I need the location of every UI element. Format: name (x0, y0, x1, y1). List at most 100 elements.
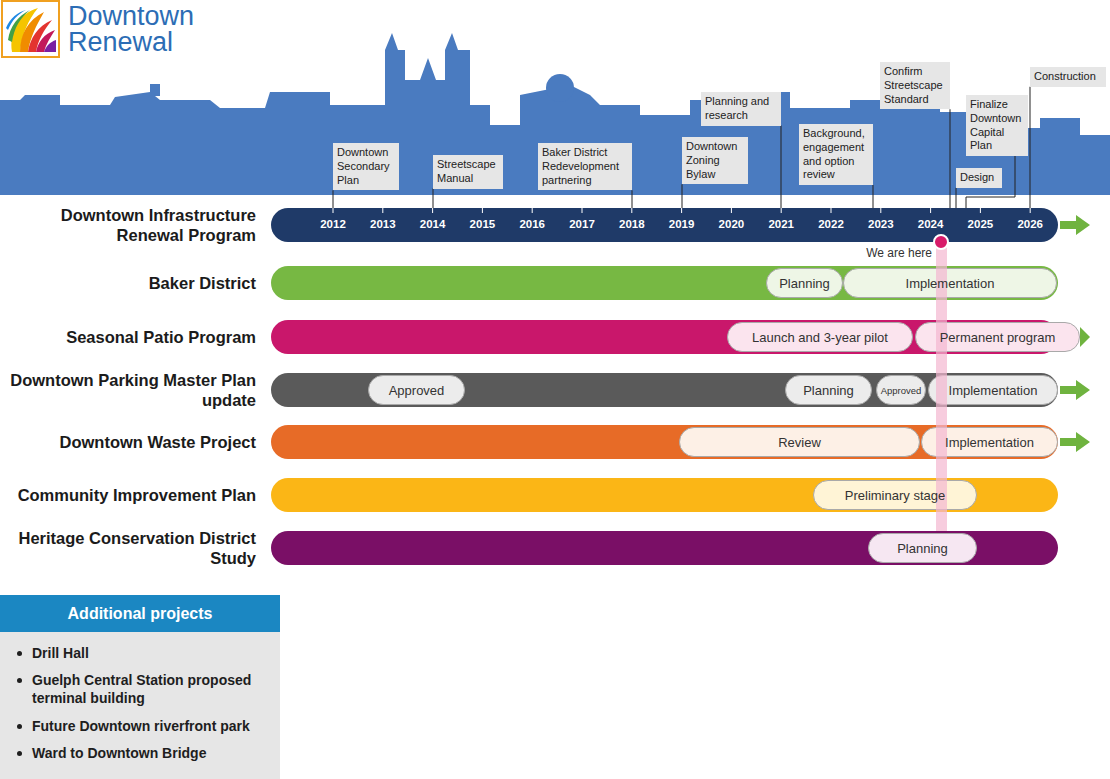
stage-text: Approved (389, 383, 445, 398)
stage-pill: Planning (785, 375, 872, 405)
year-tick (532, 208, 533, 213)
leader-line (950, 109, 951, 208)
year-label: 2024 (909, 218, 953, 230)
year-label: 2018 (610, 218, 654, 230)
stage-pill: Permanent program (915, 322, 1080, 352)
year-tick (1030, 208, 1031, 213)
year-label: 2020 (709, 218, 753, 230)
stage-text: Implementation (949, 383, 1038, 398)
stage-text: Preliminary stage (845, 488, 945, 503)
row-label-holder: Downtown Parking Master Plan update (6, 373, 256, 407)
year-tick (831, 208, 832, 213)
row-label-holder: Seasonal Patio Program (6, 320, 256, 354)
stage-text: Implementation (945, 435, 1034, 450)
row-label-holder: Community Improvement Plan (6, 478, 256, 512)
callout-text: Confirm Streetscape Standard (884, 65, 946, 106)
milestone-callout: Downtown Secondary Plan (333, 143, 399, 190)
row-label-holder: Baker District (6, 266, 256, 300)
stage-pill: Implementation (921, 427, 1058, 457)
row-label: Heritage Conservation District Study (6, 528, 256, 568)
year-tick (432, 208, 433, 213)
year-label: 2013 (361, 218, 405, 230)
stage-pill: Approved (368, 375, 465, 405)
leader-line (682, 184, 683, 208)
row-label: Downtown Waste Project (60, 432, 257, 452)
project-item: Drill Hall (0, 644, 280, 662)
milestone-callout: Downtown Zoning Bylaw (682, 137, 748, 184)
year-label: 2012 (311, 218, 355, 230)
stage-text: Planning (897, 541, 948, 556)
year-label: 2015 (460, 218, 504, 230)
callout-text: Planning and research (705, 95, 777, 123)
leader-line (333, 190, 334, 208)
program-bar: Downtown Parking Master Plan updateAppro… (271, 373, 1058, 407)
city-skyline (0, 33, 1110, 195)
row-label: Community Improvement Plan (18, 485, 256, 505)
continue-arrow (1060, 380, 1090, 400)
continue-arrow (1060, 215, 1090, 235)
year-label: 2021 (759, 218, 803, 230)
year-tick (731, 208, 732, 213)
year-tick (333, 208, 334, 213)
year-label: 2022 (809, 218, 853, 230)
now-marker-label: We are here (860, 246, 932, 260)
year-label: 2017 (560, 218, 604, 230)
stage-pill: Approved (876, 375, 927, 405)
year-tick (631, 208, 632, 213)
stage-pill: Implementation (843, 268, 1057, 298)
now-dot (934, 235, 948, 249)
project-item: Ward to Downtown Bridge (0, 744, 280, 762)
continue-arrow (1080, 327, 1090, 347)
skyline-tower (150, 84, 160, 96)
stage-pill: Implementation (928, 375, 1058, 405)
year-label: 2025 (958, 218, 1002, 230)
milestone-callout: Streetscape Manual (433, 155, 503, 189)
year-tick (980, 208, 981, 213)
stage-pill: Planning (766, 268, 843, 298)
stage-text: Review (778, 435, 821, 450)
milestone-callout: Planning and research (701, 92, 781, 126)
milestone-callout: Design (956, 168, 1002, 188)
now-band (936, 242, 947, 531)
leader-line (956, 188, 957, 208)
milestone-callout: Confirm Streetscape Standard (880, 62, 950, 109)
program-bar: Seasonal Patio ProgramLaunch and 3-year … (271, 320, 1058, 354)
row-label-holder: Heritage Conservation District Study (6, 531, 256, 565)
stage-pill: Launch and 3-year pilot (727, 322, 913, 352)
stage-pill: Preliminary stage (813, 480, 977, 510)
year-tick (482, 208, 483, 213)
projects-panel: Additional projectsDrill HallGuelph Cent… (0, 595, 280, 779)
milestone-callout: Background, engagement and option review (799, 124, 873, 185)
year-tick (582, 208, 583, 213)
program-bar: Heritage Conservation District StudyPlan… (271, 531, 1058, 565)
year-label: 2023 (859, 218, 903, 230)
program-bar: Baker DistrictPlanningImplementation (271, 266, 1058, 300)
stage-text: Planning (779, 276, 830, 291)
row-label: Baker District (149, 273, 256, 293)
callout-text: Background, engagement and option review (803, 127, 869, 182)
year-label: 2016 (510, 218, 554, 230)
callout-text: Streetscape Manual (437, 158, 499, 186)
stage-text: Approved (881, 385, 922, 396)
callout-text: Design (960, 171, 998, 185)
row-label-holder: Downtown Infrastructure Renewal Program (6, 208, 256, 242)
callout-text: Finalize Downtown Capital Plan (970, 98, 1024, 153)
row-label: Downtown Infrastructure Renewal Program (6, 205, 256, 245)
program-bar: Downtown Waste ProjectReviewImplementati… (271, 425, 1058, 459)
year-tick (930, 208, 931, 213)
milestone-callout: Finalize Downtown Capital Plan (966, 95, 1028, 156)
stage-text: Implementation (906, 276, 995, 291)
year-tick (681, 208, 682, 213)
leader-line (632, 190, 633, 208)
continue-arrow (1060, 432, 1090, 452)
skyline-dome (546, 74, 574, 102)
row-label-holder: Downtown Waste Project (6, 425, 256, 459)
stage-text: Permanent program (940, 330, 1056, 345)
leader-line (873, 185, 874, 208)
leader-line (433, 189, 434, 209)
year-label: 2026 (1008, 218, 1052, 230)
